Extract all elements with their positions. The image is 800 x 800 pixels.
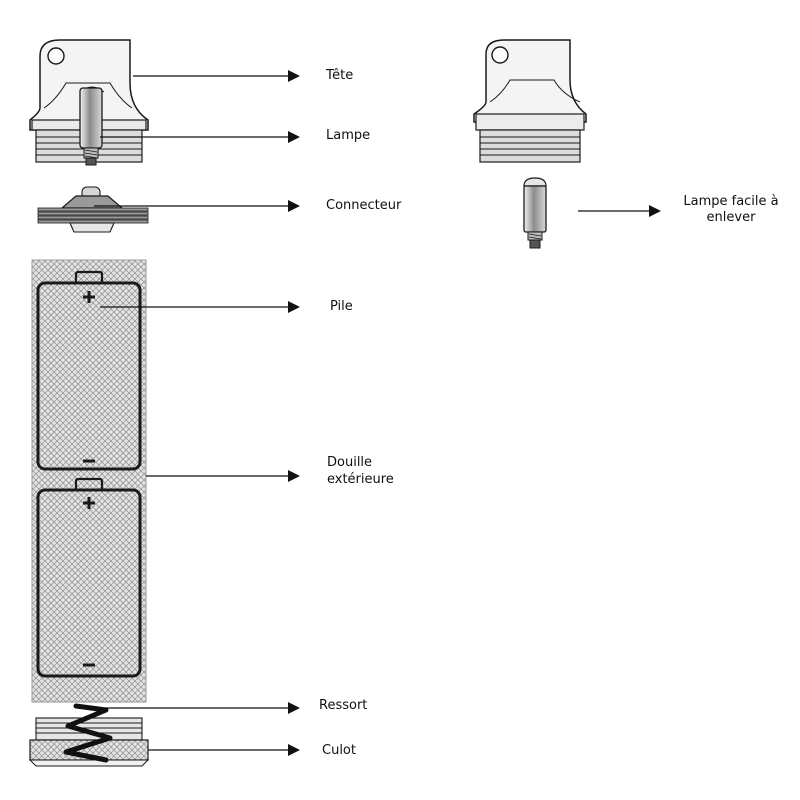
- label-lampe-facile-line2: enlever: [706, 210, 756, 225]
- label-douille-line1: Douille: [327, 455, 373, 470]
- lamp-bulb: [79, 87, 103, 166]
- callout-arrows: [94, 70, 661, 756]
- label-lampe: Lampe: [326, 128, 371, 143]
- label-ressort: Ressort: [319, 698, 368, 713]
- label-pile: Pile: [330, 299, 353, 314]
- head-part-right: [473, 39, 587, 163]
- label-douille-line2: extérieure: [327, 472, 394, 487]
- base-cap: [28, 717, 150, 767]
- label-tete: Tête: [326, 68, 354, 83]
- battery-top: [36, 270, 142, 471]
- battery-bottom: [36, 477, 142, 678]
- spring: [63, 703, 113, 763]
- label-connecteur: Connecteur: [326, 198, 402, 213]
- label-lampe-facile-line1: Lampe facile à: [683, 194, 779, 209]
- label-culot: Culot: [322, 743, 356, 758]
- removed-lamp-bulb: [523, 177, 547, 249]
- connector-part: [37, 186, 149, 233]
